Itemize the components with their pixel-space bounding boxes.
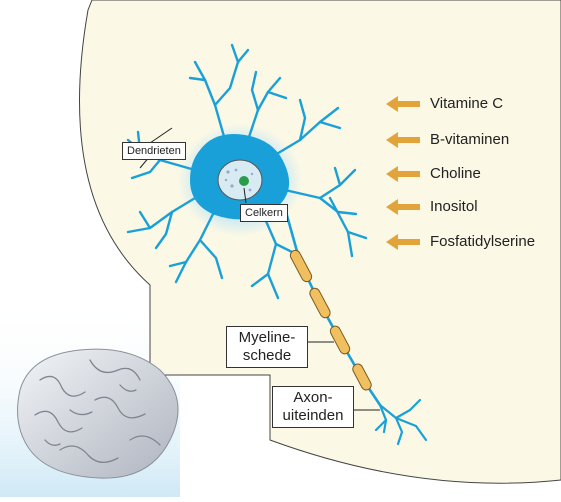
myelin-label-line-2: schede	[235, 347, 299, 365]
nutrient-inositol: Inositol	[430, 198, 478, 215]
nucleolus	[239, 176, 249, 186]
nutrient-vitamin-c: Vitamine C	[430, 95, 503, 112]
nutrient-b-vitamins: B-vitaminen	[430, 131, 509, 148]
brain-illustration	[18, 349, 178, 478]
nutrient-choline: Choline	[430, 165, 481, 182]
axon-terminals-label-line-1: Axon-	[281, 389, 345, 407]
axon-terminals-label: Axon- uiteinden	[272, 386, 354, 428]
nucleus-label: Celkern	[240, 204, 288, 222]
myelin-label-line-1: Myeline-	[235, 329, 299, 347]
myelin-label: Myeline- schede	[226, 326, 308, 368]
nutrient-phosphatidylserine: Fosfatidylserine	[430, 233, 535, 250]
dendrites-label: Dendrieten	[122, 142, 186, 160]
axon-terminals-label-line-2: uiteinden	[281, 407, 345, 425]
